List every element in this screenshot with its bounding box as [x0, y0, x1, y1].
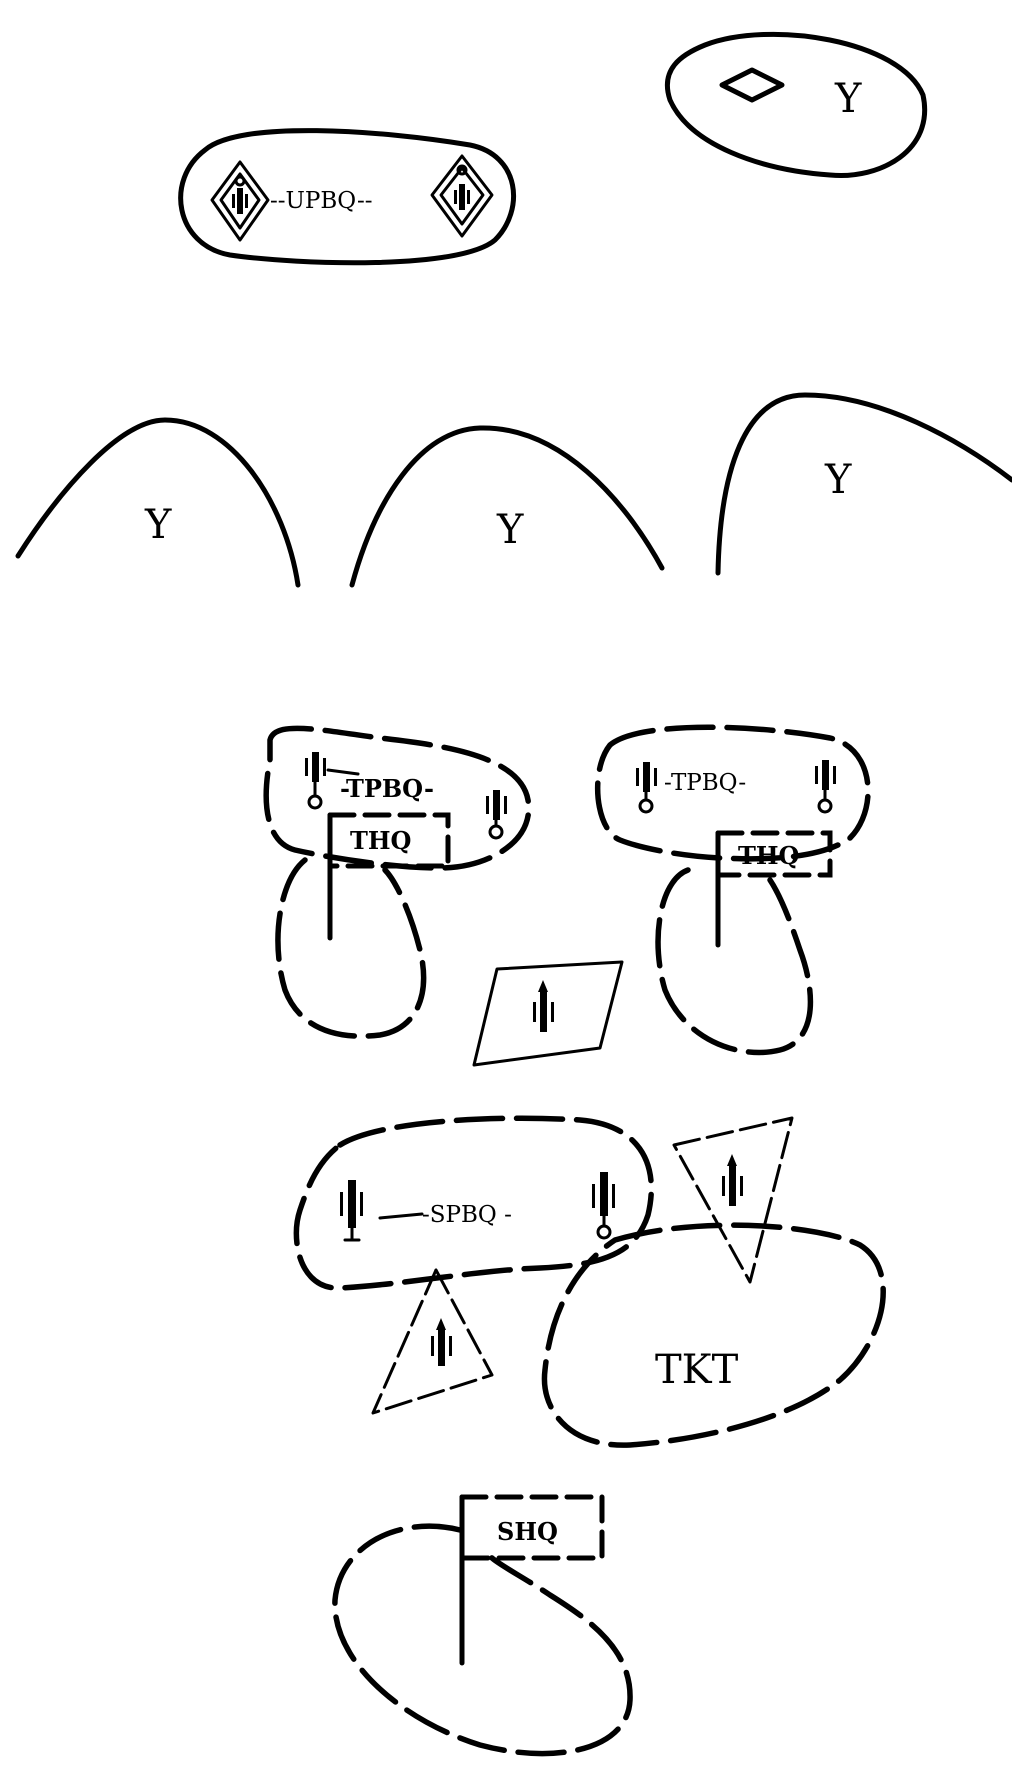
triangle-lower-boundary — [371, 1268, 494, 1415]
tpbq-left-unit-icon-b — [486, 790, 507, 840]
spbq-boundary — [293, 1115, 654, 1291]
triangle-unit-lower — [371, 1268, 494, 1415]
parallelogram-unit-icon — [533, 980, 554, 1032]
tpbq-right-unit-icon-a — [636, 762, 657, 814]
thq-left-label: THQ — [350, 826, 411, 855]
hill-arc-right — [715, 392, 1012, 576]
tpbq-right-label: -TPBQ- — [664, 770, 746, 796]
spbq-unit-icon-right — [592, 1172, 615, 1240]
triangle-upper-boundary — [672, 1116, 794, 1284]
tpbq-group-right: -TPBQ- THQ — [595, 724, 871, 1056]
tkt-boundary — [541, 1222, 886, 1448]
tpbq-left-connector-a — [326, 768, 360, 776]
triangle-unit-upper — [672, 1116, 794, 1284]
shq-flag — [459, 1494, 605, 1561]
parallelogram-unit — [472, 960, 624, 1067]
thq-right-label: THQ — [738, 841, 799, 870]
tpbq-left-label: -TPBQ- — [340, 774, 434, 803]
shq-area-boundary — [332, 1523, 633, 1757]
hill-label-left: Y — [144, 502, 172, 548]
parallelogram-boundary — [472, 960, 624, 1067]
terrain-arcs: Y Y Y — [15, 392, 1012, 588]
spbq-label: -SPBQ - — [422, 1202, 512, 1228]
terrain-label-top-right: Y — [834, 76, 862, 122]
shq-label: SHQ — [497, 1517, 558, 1546]
spbq-connector-left — [378, 1212, 424, 1220]
upbq-right-unit-icon — [430, 154, 494, 238]
upbq-area: --UPBQ-- — [178, 128, 517, 266]
shq-group: SHQ — [332, 1494, 633, 1757]
terrain-boundary-top-right — [664, 31, 928, 179]
thq-right-area-boundary — [655, 867, 814, 1056]
spbq-unit-icon-left — [340, 1180, 363, 1242]
triangle-lower-unit-icon — [431, 1318, 452, 1366]
thq-left-area-boundary — [275, 857, 427, 1039]
triangle-upper-unit-icon — [722, 1154, 743, 1206]
thq-right-flag — [715, 830, 833, 878]
hill-label-middle: Y — [496, 507, 524, 553]
tkt-area: TKT — [541, 1222, 886, 1448]
tkt-label: TKT — [655, 1347, 739, 1393]
thq-left-flag — [327, 812, 451, 869]
hill-arc-middle — [349, 425, 665, 588]
terrain-area-top-right: Y — [664, 31, 928, 179]
tpbq-right-unit-icon-b — [815, 760, 836, 814]
upbq-left-unit-icon — [210, 160, 270, 242]
hill-arc-left — [15, 417, 301, 588]
tpbq-left-boundary — [263, 725, 532, 871]
diamond-icon — [719, 67, 785, 103]
hill-label-right: Y — [824, 457, 852, 503]
upbq-label: --UPBQ-- — [270, 188, 373, 214]
spbq-group: -SPBQ - — [293, 1115, 654, 1291]
tpbq-left-unit-icon-a — [305, 752, 326, 810]
tpbq-group-left: -TPBQ- THQ — [263, 725, 532, 1039]
upbq-boundary — [178, 128, 517, 266]
